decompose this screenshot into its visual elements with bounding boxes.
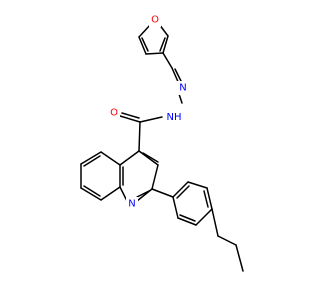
atom-labels: O O N NH N (108, 13, 189, 211)
quinoline-nitrogen-atom: N (126, 197, 138, 211)
carbonyl-oxygen-label: O (110, 108, 118, 119)
amide-nh-atom: NH (163, 110, 185, 124)
bond-lines (80, 23, 244, 272)
hydrazone-nitrogen-label: N (179, 83, 186, 94)
furan-oxygen-label: O (151, 15, 159, 26)
quinoline-nitrogen-label: N (128, 199, 135, 210)
furan-oxygen-atom: O (149, 13, 161, 27)
amide-nh-label: NH (166, 112, 181, 123)
hydrazone-nitrogen-atom: N (177, 81, 189, 95)
molecule-structure: O O N NH N (80, 13, 244, 272)
carbonyl-oxygen-atom: O (108, 106, 120, 120)
